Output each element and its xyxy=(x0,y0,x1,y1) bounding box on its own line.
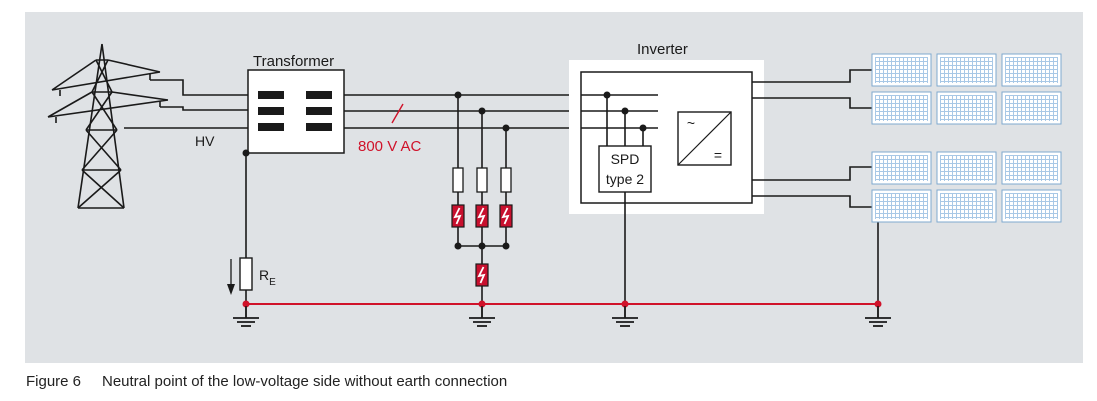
fuse-icon xyxy=(476,167,488,193)
fuse-icon xyxy=(500,167,512,193)
figure-number: Figure 6 xyxy=(26,373,82,390)
solar-panel-icon xyxy=(871,53,932,87)
fuse-icon xyxy=(452,167,464,193)
solar-panel-icon xyxy=(936,151,997,185)
dc-symbol: = xyxy=(714,147,722,163)
current-arrow-icon xyxy=(227,259,235,295)
solar-panel-icon xyxy=(1001,189,1062,223)
solar-panel-icon xyxy=(1001,151,1062,185)
figure-caption: Figure 6 Neutral point of the low-voltage… xyxy=(26,373,507,390)
solar-panel-icon xyxy=(871,189,932,223)
solar-panel-icon xyxy=(871,151,932,185)
resistor-label: RE xyxy=(259,267,276,288)
spd-label: SPD xyxy=(611,151,640,167)
hv-lines xyxy=(124,79,248,129)
ac-symbol: ~ xyxy=(687,115,695,131)
solar-panel-icon xyxy=(936,53,997,87)
transformer-label: Transformer xyxy=(253,53,334,70)
solar-panel-icon xyxy=(1001,53,1062,87)
resistor-icon xyxy=(239,257,253,291)
figure-caption-text: Neutral point of the low-voltage side wi… xyxy=(102,373,508,390)
surge-arrester-icon xyxy=(451,204,465,228)
solar-panel-icon xyxy=(936,91,997,125)
inverter-label: Inverter xyxy=(637,41,688,58)
inverter-icon: ~ = xyxy=(677,111,732,166)
voltage-marker xyxy=(391,103,404,124)
solar-panel-icon xyxy=(1001,91,1062,125)
surge-arrester-icon xyxy=(499,204,513,228)
pylon-icon xyxy=(47,43,169,209)
transformer-icon xyxy=(247,69,345,154)
solar-panel-icon xyxy=(936,189,997,223)
surge-arrester-icon xyxy=(475,204,489,228)
spd-type-label: type 2 xyxy=(606,171,644,187)
surge-arrester-icon xyxy=(475,263,489,287)
voltage-label: 800 V AC xyxy=(358,138,422,155)
hv-label: HV xyxy=(195,133,215,149)
solar-panel-icon xyxy=(871,91,932,125)
spd-type2-box xyxy=(598,145,652,193)
